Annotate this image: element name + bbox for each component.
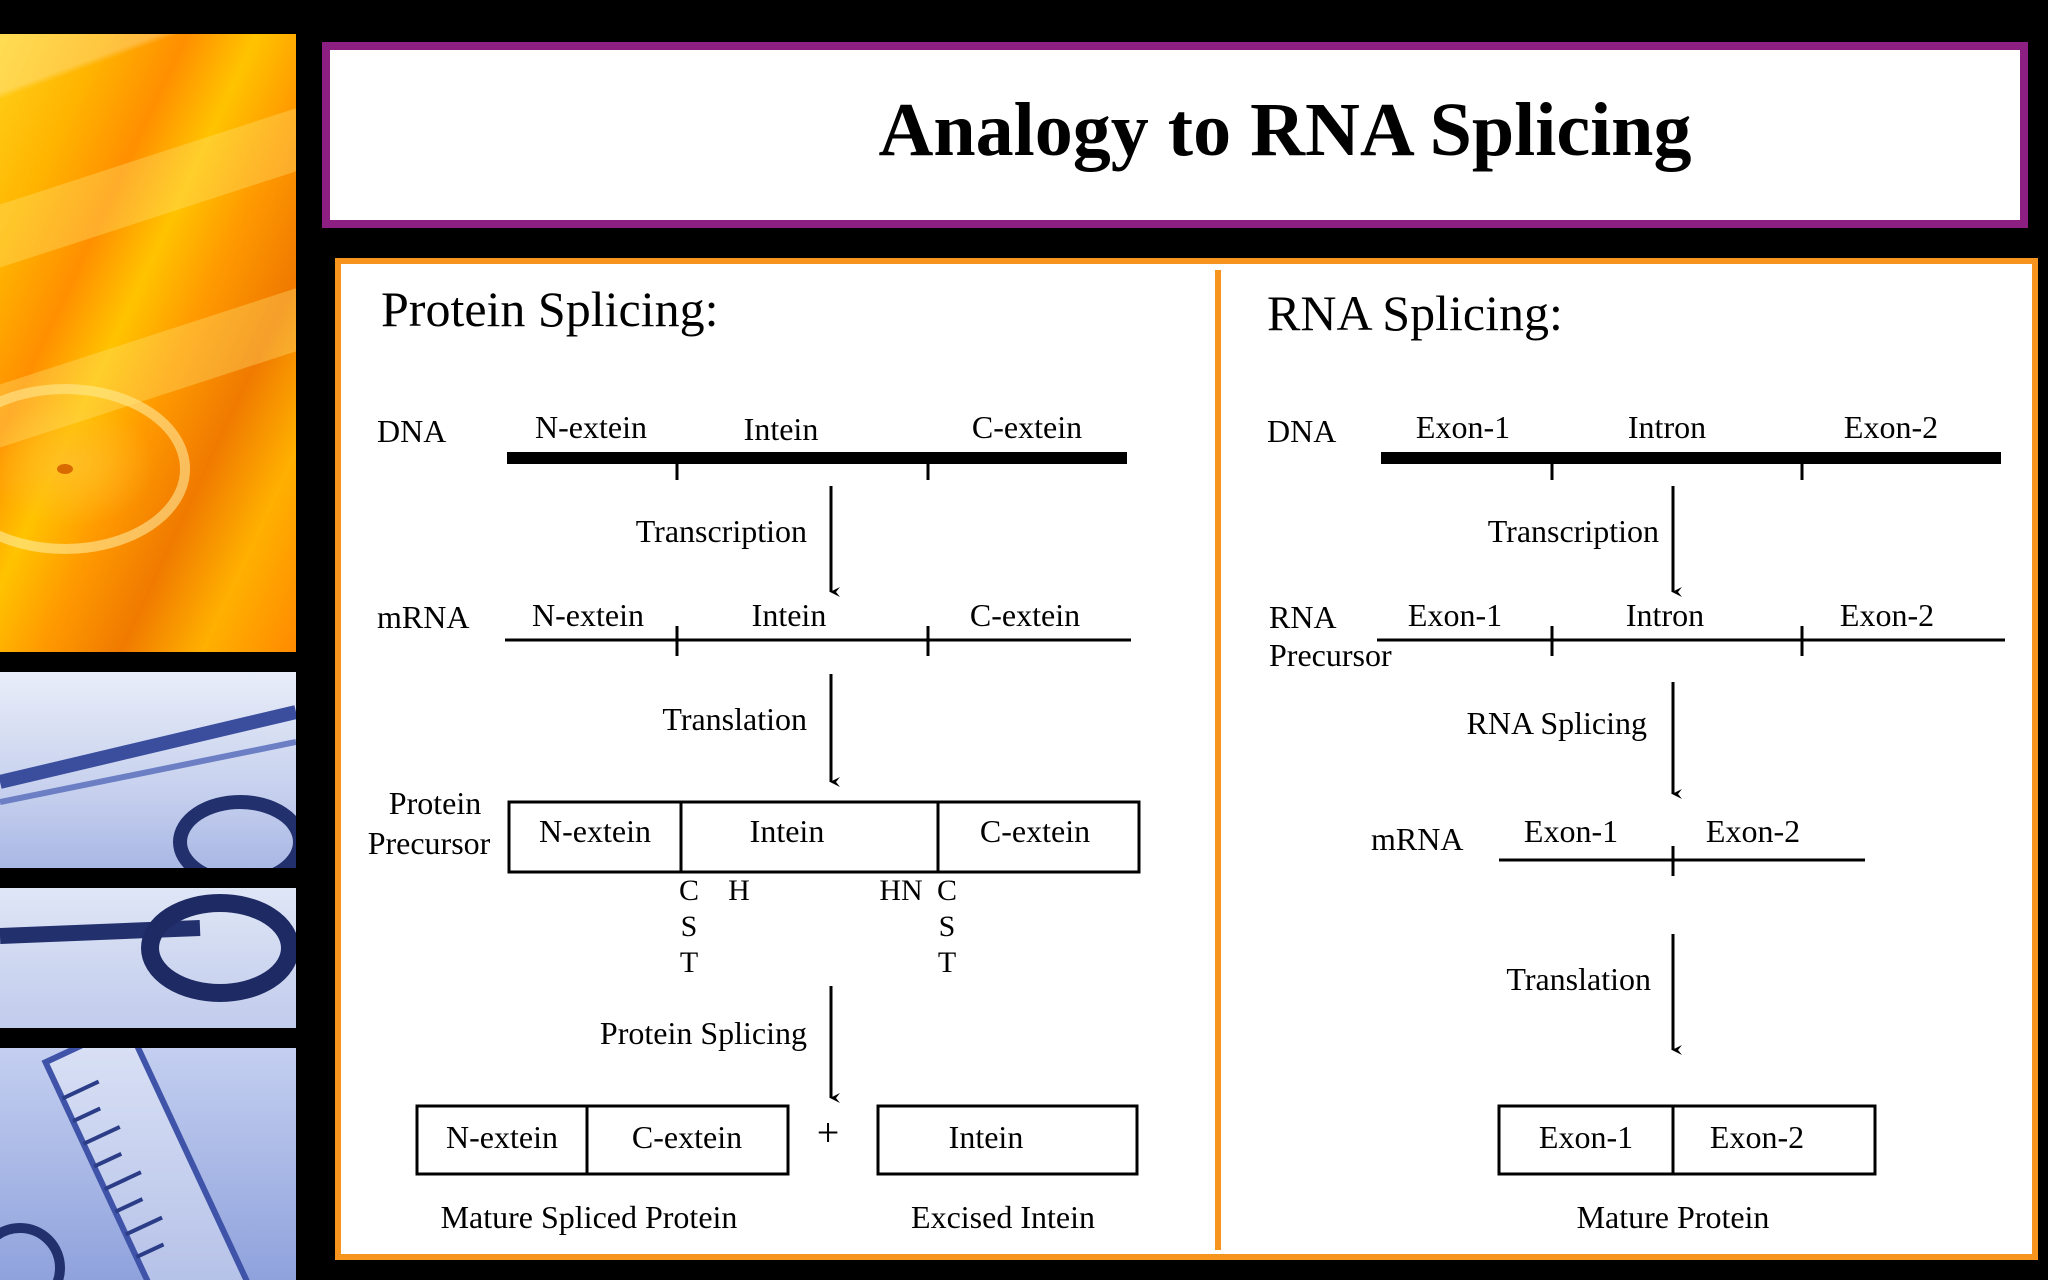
residue-label: T (680, 946, 698, 979)
sidebar-photo-orange (0, 34, 296, 652)
left-dna-strand (507, 452, 1127, 464)
right-mrna-label: mRNA (1371, 821, 1463, 857)
rna-splicing-panel: RNA Splicing: DNA Exon-1 Intron Exon-2 T… (1267, 285, 2005, 1235)
protein-splicing-panel: Protein Splicing: DNA N-extein Intein C-… (368, 281, 1141, 1235)
left-dna-segment: Intein (744, 411, 819, 447)
residue-label: H (728, 874, 750, 907)
right-dna-strand (1381, 452, 2001, 464)
right-dna-segment: Exon-1 (1416, 409, 1510, 445)
left-precursor-label: Protein (389, 785, 481, 821)
left-step-transcription: Transcription (636, 513, 807, 549)
left-step-translation: Translation (662, 701, 807, 737)
mature-spliced-protein-caption: Mature Spliced Protein (441, 1199, 738, 1235)
left-precursor-box (936, 800, 1141, 874)
right-step-transcription: Transcription (1488, 513, 1659, 549)
plus-sign: + (817, 1110, 840, 1155)
residue-label: T (938, 946, 956, 979)
right-step-splicing: RNA Splicing (1467, 705, 1647, 741)
residue-label: HN (879, 874, 922, 907)
left-dna-segment: N-extein (535, 409, 647, 445)
left-mrna-label: mRNA (377, 599, 469, 635)
left-mrna-segment: N-extein (532, 597, 644, 633)
sidebar-photo-blue-1 (0, 672, 296, 868)
left-mrna-segment: C-extein (970, 597, 1080, 633)
right-mature-protein-segment: Exon-1 (1539, 1119, 1633, 1155)
left-dna-segment: C-extein (972, 409, 1082, 445)
protein-splicing-heading: Protein Splicing: (381, 281, 719, 337)
residue-label: S (939, 910, 956, 943)
right-mrna-segment: Exon-1 (1524, 813, 1618, 849)
left-dna-label: DNA (377, 413, 446, 449)
splicing-diagram: Protein Splicing: DNA N-extein Intein C-… (368, 270, 2005, 1250)
excised-intein-box (876, 1104, 1139, 1176)
left-precursor-segment: Intein (750, 813, 825, 849)
right-dna-segment: Intron (1628, 409, 1706, 445)
residue-label: C (679, 874, 699, 907)
right-precursor-segment: Exon-1 (1408, 597, 1502, 633)
mature-protein-caption: Mature Protein (1577, 1199, 1770, 1235)
medical-instrument-icon (0, 894, 296, 1002)
right-precursor-label: RNA (1269, 599, 1337, 635)
right-dna-label: DNA (1267, 413, 1336, 449)
content-box: Protein Splicing: DNA N-extein Intein C-… (335, 258, 2038, 1260)
right-step-translation: Translation (1506, 961, 1651, 997)
stethoscope-icon (0, 384, 190, 554)
residue-label: C (937, 874, 957, 907)
residue-label: S (681, 910, 698, 943)
left-precursor-label: Precursor (368, 825, 491, 861)
left-precursor-segment: N-extein (539, 813, 651, 849)
left-mrna-segment: Intein (752, 597, 827, 633)
sidebar-photo-blue-2 (0, 888, 296, 1028)
right-dna-segment: Exon-2 (1844, 409, 1938, 445)
page-title: Analogy to RNA Splicing (878, 88, 1692, 172)
right-mature-protein-segment: Exon-2 (1710, 1119, 1804, 1155)
right-mature-protein-box (1671, 1104, 1877, 1176)
right-precursor-segment: Exon-2 (1840, 597, 1934, 633)
title-box: Analogy to RNA Splicing (322, 42, 2028, 228)
sidebar-photo-blue-3 (0, 1048, 296, 1280)
rna-splicing-heading: RNA Splicing: (1267, 285, 1563, 341)
excised-intein-caption: Excised Intein (911, 1199, 1095, 1235)
mature-protein-segment: C-extein (632, 1119, 742, 1155)
excised-intein-label: Intein (949, 1119, 1024, 1155)
left-step-splicing: Protein Splicing (600, 1015, 807, 1051)
left-precursor-segment: C-extein (980, 813, 1090, 849)
right-mrna-segment: Exon-2 (1706, 813, 1800, 849)
medical-instrument-icon (0, 705, 296, 868)
mature-protein-box (585, 1104, 790, 1176)
right-precursor-label: Precursor (1269, 637, 1392, 673)
right-precursor-segment: Intron (1626, 597, 1704, 633)
mature-protein-segment: N-extein (446, 1119, 558, 1155)
syringe-icon (0, 1048, 258, 1280)
